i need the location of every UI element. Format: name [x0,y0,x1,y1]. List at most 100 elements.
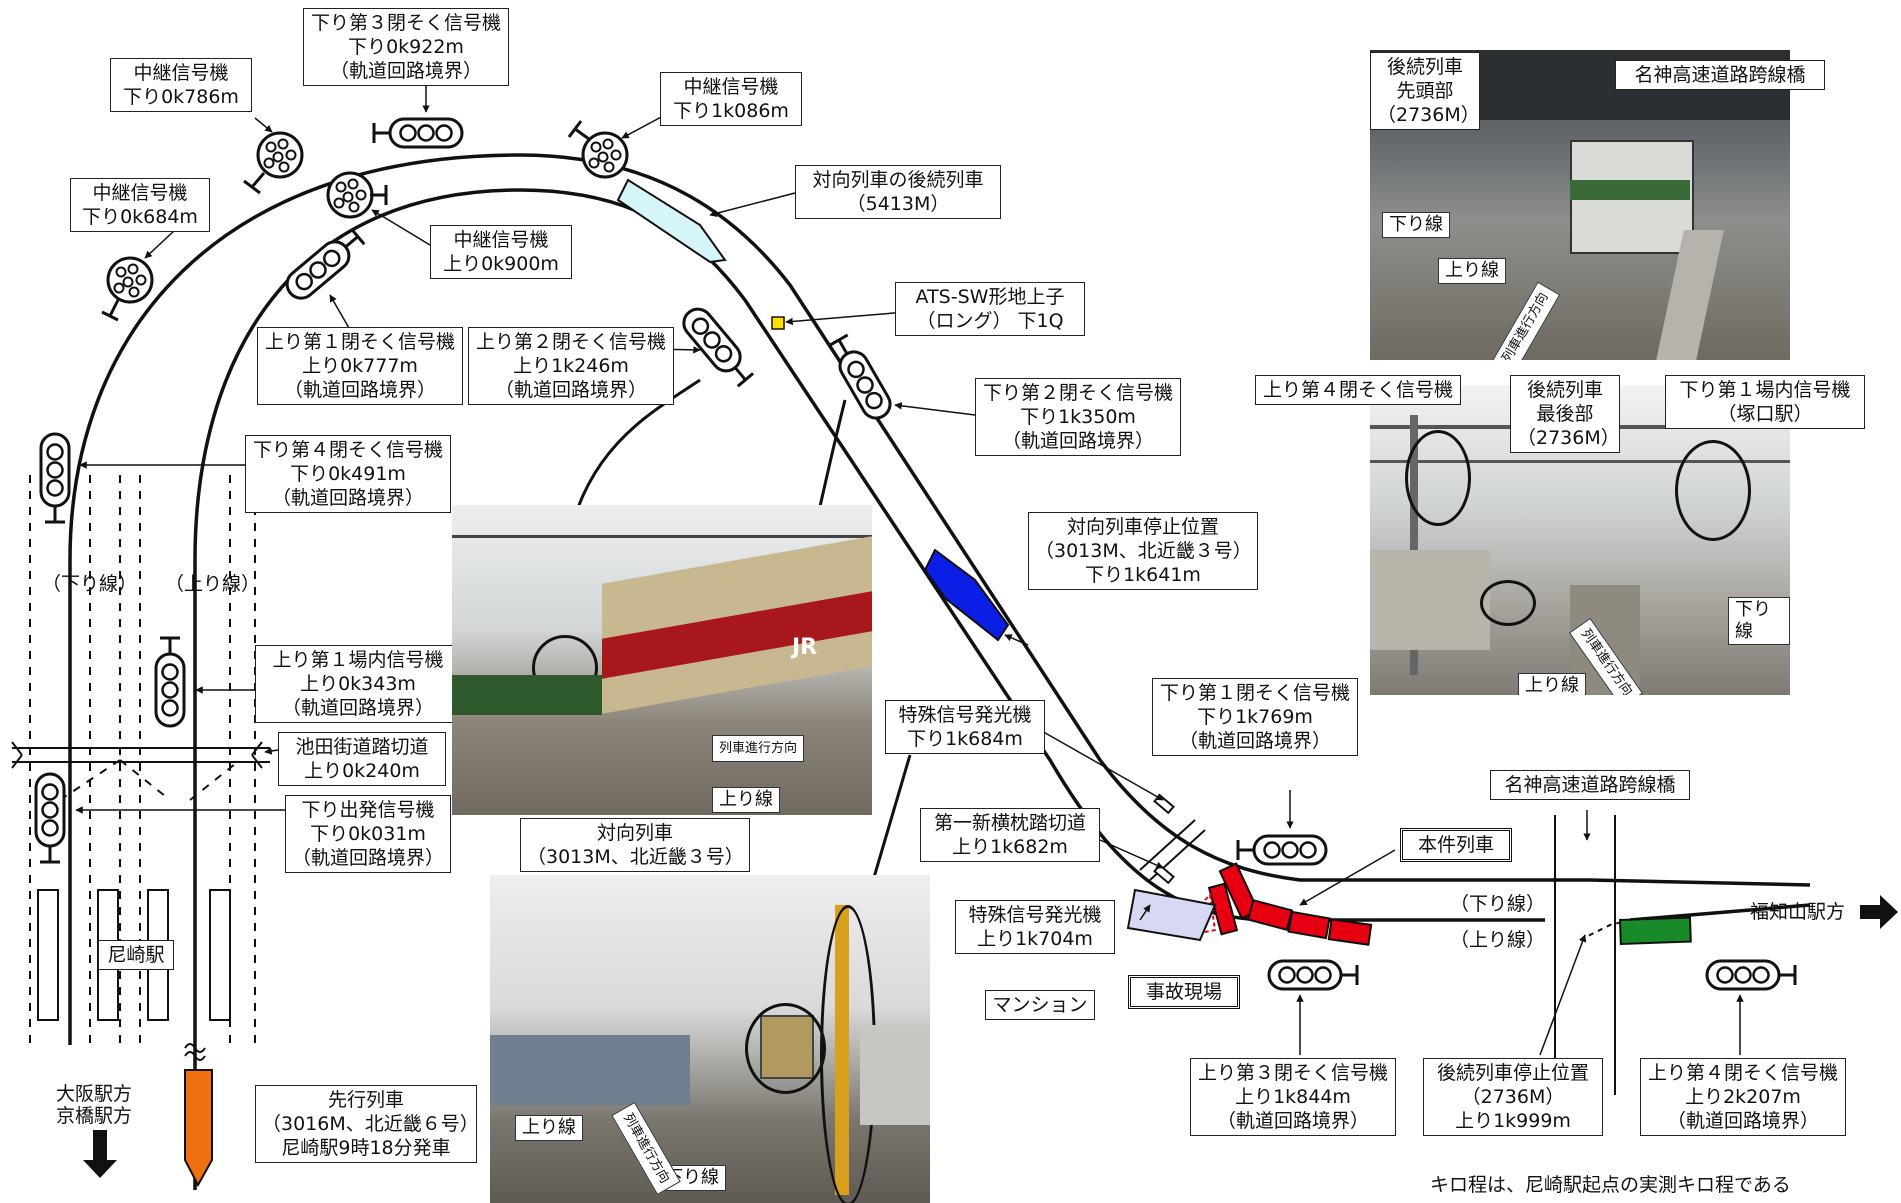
text-line: 特殊信号発光機 [898,704,1032,726]
text-line: 対向列車 [596,822,673,844]
fukuchiyama-direction: 福知山駅方 [1750,901,1846,923]
down-line-label-right: （下り線） [1450,893,1546,915]
label-relay-down-1086: 中継信号機 下り1k086m [660,72,802,126]
label-amagasaki-station: 尼崎駅 [98,940,174,970]
label-down-4th-block: 下り第４閉そく信号機 下り0k491m （軌道回路境界） [245,435,451,513]
text-line: 下り第１場内信号機 [1679,379,1851,401]
text-line: 下り0k922m [348,36,464,58]
text-line: 上り0k343m [300,673,416,695]
label-ikeda-crossing: 池田街道踏切道 上り0k240m [278,732,446,786]
text-line: 第一新横枕踏切道 [933,812,1086,834]
text-line: 上り1k999m [1455,1110,1571,1132]
ikeda-crossing-lines [11,741,270,769]
text-line: 下り出発信号機 [301,799,435,821]
photo2-home-label: 下り第１場内信号機 （塚口駅） [1665,375,1865,429]
label-relay-down-786: 中継信号機 下り0k786m [110,58,252,112]
label-up-1st-home: 上り第１場内信号機 上り0k343m （軌道回路境界） [255,645,461,723]
label-down-1st-block: 下り第１閉そく信号機 下り1k769m （軌道回路境界） [1152,678,1358,756]
label-following-stop: 後続列車停止位置 （2736M） 上り1k999m [1423,1058,1603,1136]
text-line: 対向列車の後続列車 [812,169,984,191]
label-down-departure: 下り出発信号機 下り0k031m （軌道回路境界） [285,795,451,873]
label-daiichi-crossing: 第一新横枕踏切道 上り1k682m [920,808,1100,862]
photo-preceding-train: 上り線 下り線 列車進行方向 [490,875,930,1203]
text-line: （軌道回路境界） [494,379,647,401]
label-relay-down-684: 中継信号機 下り0k684m [70,178,210,232]
text-line: 下り1k769m [1197,706,1313,728]
text-line: 中継信号機 [133,62,229,84]
text-line: （3013M、北近畿３号） [527,846,744,868]
text-line: （軌道回路境界） [283,379,436,401]
relay-down-1086-icon [567,120,629,179]
text-line: 下り0k786m [123,86,239,108]
text-line: （5413M） [846,193,950,215]
text-line: （軌道回路境界） [1001,430,1154,452]
text-line: （塚口駅） [1717,403,1813,425]
up-3rd-block-signal-icon [1267,959,1359,991]
photo2-tail-label: 後続列車 最後部 （2736M） [1510,375,1620,453]
text-line: （軌道回路境界） [292,847,445,869]
text-line: 後続列車 [1526,379,1603,401]
text-line: （3016M、北近畿６号） [262,1113,479,1135]
label-mansion: マンション [985,990,1095,1020]
daiichi-crossing-lines [1139,819,1206,881]
relay-up-900-icon [326,171,388,219]
photo2-sig4-label: 上り第４閉そく信号機 [1255,375,1461,405]
label-up-2nd-block: 上り第２閉そく信号機 上り1k246m （軌道回路境界） [468,327,674,405]
label-special-up: 特殊信号発光機 上り1k704m [955,900,1115,954]
following-train-2736M [1618,916,1692,946]
text-line: 上り0k777m [302,355,418,377]
up-4th-block-signal-icon [1705,959,1797,991]
text-line: 上り第３閉そく信号機 [1197,1062,1388,1084]
label-down-3rd-block: 下り第３閉そく信号機 下り0k922m （軌道回路境界） [303,8,509,86]
text-line: （軌道回路境界） [1216,1110,1369,1132]
text-line: 下り第２閉そく信号機 [982,382,1173,404]
text-line: 中継信号機 [683,76,779,98]
down-line-label-left: （下り線） [42,573,138,595]
photo1-up-line-label: 上り線 [1438,258,1506,284]
text-line: 下り1k684m [907,728,1023,750]
ats-beacon-icon [771,316,785,330]
label-accident-site: 事故現場 [1128,975,1240,1009]
kyobashi-direction: 京橋駅方 [56,1105,133,1127]
label-preceding-train: 先行列車 （3016M、北近畿６号） 尼崎駅9時18分発車 [255,1085,479,1163]
photo3-direction-label: 列車進行方向 [712,735,805,762]
text-line: 上り2k207m [1685,1086,1801,1108]
photo1-bridge-label: 名神高速道路跨線橋 [1615,60,1825,90]
preceding-train-3016M [184,1069,213,1188]
text-line: 事故現場 [1145,981,1222,1003]
photo4-direction-label: 列車進行方向 [611,1101,681,1196]
text-line: 後続列車停止位置 [1436,1062,1589,1084]
text-line: 上り1k844m [1235,1086,1351,1108]
this-train-cars [1207,862,1373,946]
text-line: （軌道回路境界） [1178,730,1331,752]
text-line: 下り第１閉そく信号機 [1159,682,1350,704]
down-2nd-block-signal-icon [829,333,897,425]
label-oncoming-follow: 対向列車の後続列車 （5413M） [795,165,1001,219]
text-line: 下り1k086m [673,100,789,122]
photo4-up-line-label: 上り線 [515,1115,583,1141]
text-line: 下り第３閉そく信号機 [310,12,501,34]
up-line-label-right: （上り線） [1450,929,1546,951]
label-oncoming: 対向列車 （3013M、北近畿３号） [520,818,750,872]
up-2nd-block-signal-icon [676,301,755,388]
text-line: （軌道回路境界） [271,487,424,509]
label-up-4th-block: 上り第４閉そく信号機 上り2k207m （軌道回路境界） [1640,1058,1846,1136]
text-line: （軌道回路境界） [281,697,434,719]
text-line: （3013M、北近畿３号） [1035,540,1252,562]
down-4th-block-signal-icon [39,432,71,524]
text-line: 下り0k491m [290,463,406,485]
text-line: （軌道回路境界） [1666,1110,1819,1132]
label-down-2nd-block: 下り第２閉そく信号機 下り1k350m （軌道回路境界） [975,378,1181,456]
text-line: 上り0k900m [443,253,559,275]
text-line: 尼崎駅 [107,944,165,966]
up-line-label-left: （上り線） [165,573,261,595]
text-line: 下り1k641m [1085,564,1201,586]
text-line: （2736M） [1377,104,1480,126]
up-line-track [193,188,1545,1190]
text-line: （ロング） 下1Q [916,310,1064,332]
label-oncoming-stop: 対向列車停止位置 （3013M、北近畿３号） 下り1k641m [1028,512,1258,590]
down-departure-signal-icon [34,772,66,864]
oncoming-follow-train-5413M [616,178,727,264]
text-line: （2736M） [1517,427,1620,449]
jr-logo: JR [792,635,818,660]
